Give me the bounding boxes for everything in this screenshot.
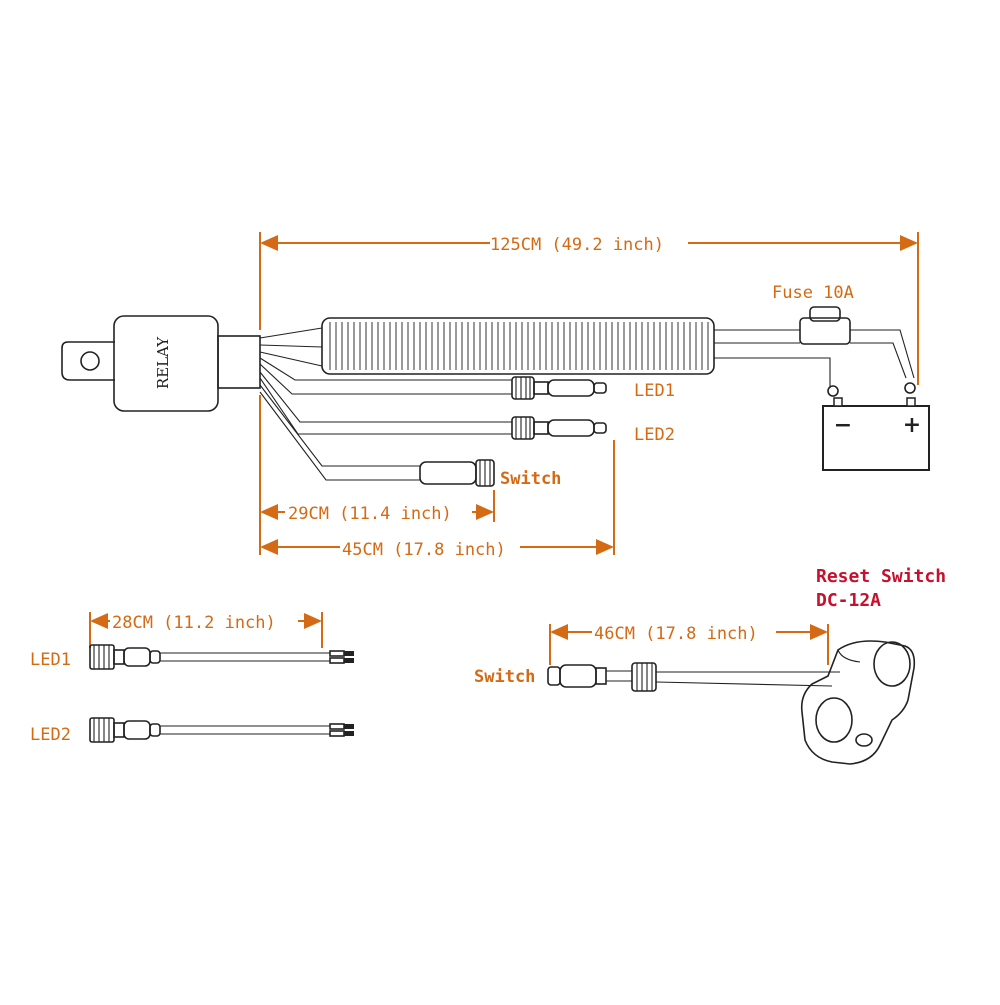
reset-switch-icon — [800, 640, 916, 765]
relay: RELAY — [61, 315, 261, 412]
main-wires — [259, 306, 916, 397]
fuse-label: Fuse 10A — [772, 283, 854, 303]
dimension-led-cable-label: 28CM (11.2 inch) — [112, 613, 276, 633]
dimension-total-label: 125CM (49.2 inch) — [490, 235, 664, 255]
dimension-switch-cable-label: 46CM (17.8 inch) — [594, 624, 758, 644]
dimension-led-branch-label: 45CM (17.8 inch) — [342, 540, 506, 560]
relay-label: RELAY — [154, 336, 172, 389]
led1-cable-label: LED1 — [30, 650, 71, 670]
dimension-led-cable: 28CM (11.2 inch) — [89, 612, 323, 648]
led2-label: LED2 — [634, 425, 675, 445]
dimension-switch-cable: 46CM (17.8 inch) — [549, 624, 829, 665]
switch-connector — [419, 459, 495, 487]
dimension-total: 125CM (49.2 inch) — [259, 232, 919, 385]
sleeve-ribs — [329, 322, 709, 370]
led2-connector — [511, 416, 607, 440]
switch-cable-label: Switch — [474, 667, 535, 687]
led1-connector — [511, 376, 607, 400]
switch-label: Switch — [500, 469, 561, 489]
reset-switch-label: Reset Switch — [816, 566, 946, 587]
led2-cable — [89, 717, 354, 743]
led1-label: LED1 — [634, 381, 675, 401]
led1-cable — [89, 644, 354, 670]
branch-wires — [259, 357, 512, 481]
battery: − + — [822, 397, 930, 471]
reset-rating-label: DC-12A — [816, 590, 881, 611]
led2-cable-label: LED2 — [30, 725, 71, 745]
battery-plus: + — [903, 412, 921, 438]
dimension-switch-branch-label: 29CM (11.4 inch) — [288, 504, 452, 524]
battery-minus: − — [834, 412, 852, 438]
dimension-switch-branch: 29CM (11.4 inch) — [259, 395, 495, 555]
switch-cable — [547, 662, 840, 692]
dimension-led-branch: 45CM (17.8 inch) — [260, 440, 615, 560]
